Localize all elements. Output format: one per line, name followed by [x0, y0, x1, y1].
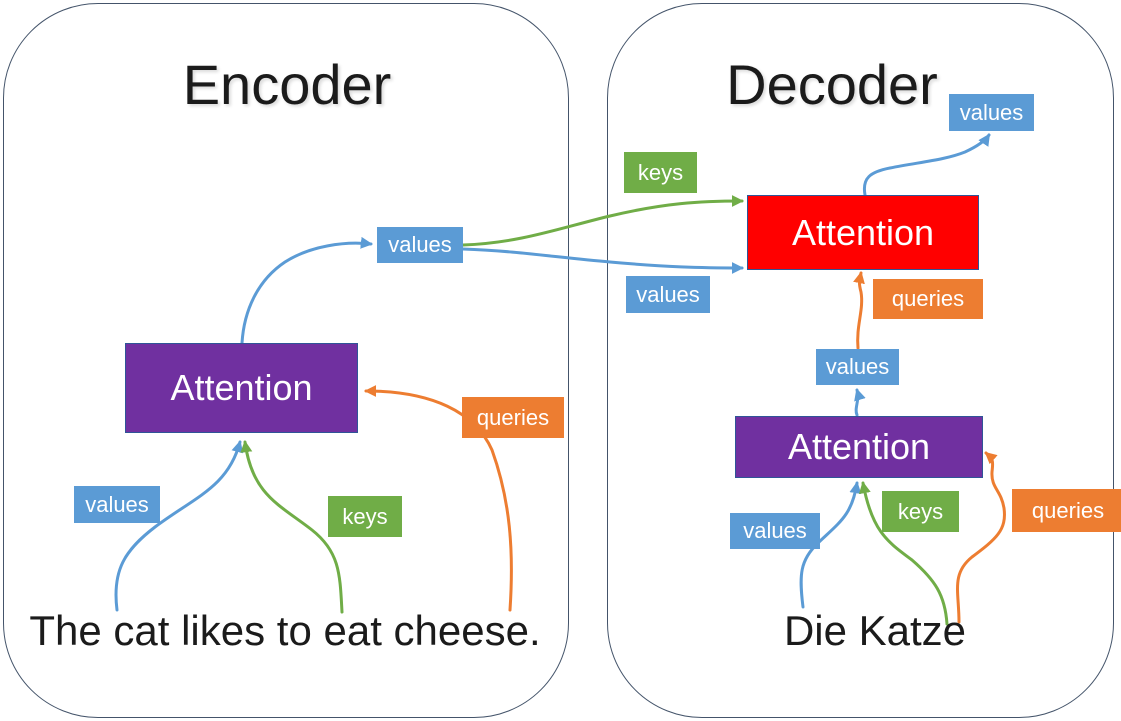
encoder-input-sentence: The cat likes to eat cheese. — [29, 607, 541, 654]
decoder-queries-cross-label: queries — [873, 279, 983, 319]
decoder-keys-input-label: keys — [882, 491, 959, 532]
encoder-values-output-label: values — [377, 227, 463, 263]
encoder-container — [3, 3, 569, 718]
decoder-values-output-label: values — [949, 94, 1034, 131]
encoder-attention-box: Attention — [125, 343, 358, 433]
decoder-container — [607, 3, 1114, 718]
decoder-cross-attention-box: Attention — [747, 195, 979, 270]
encoder-queries-input-label: queries — [462, 397, 564, 438]
decoder-keys-cross-label: keys — [624, 152, 697, 193]
decoder-title: Decoder — [726, 53, 938, 116]
encoder-title: Encoder — [182, 53, 392, 116]
decoder-values-mid-label: values — [816, 349, 899, 385]
decoder-self-attention-box: Attention — [735, 416, 983, 478]
decoder-queries-input-label: queries — [1012, 489, 1121, 532]
decoder-values-cross-label: values — [626, 276, 710, 313]
encoder-values-input-label: values — [74, 486, 160, 523]
decoder-values-input-label: values — [730, 513, 820, 549]
encoder-keys-input-label: keys — [328, 496, 402, 537]
decoder-input-sentence: Die Katze — [783, 607, 967, 654]
